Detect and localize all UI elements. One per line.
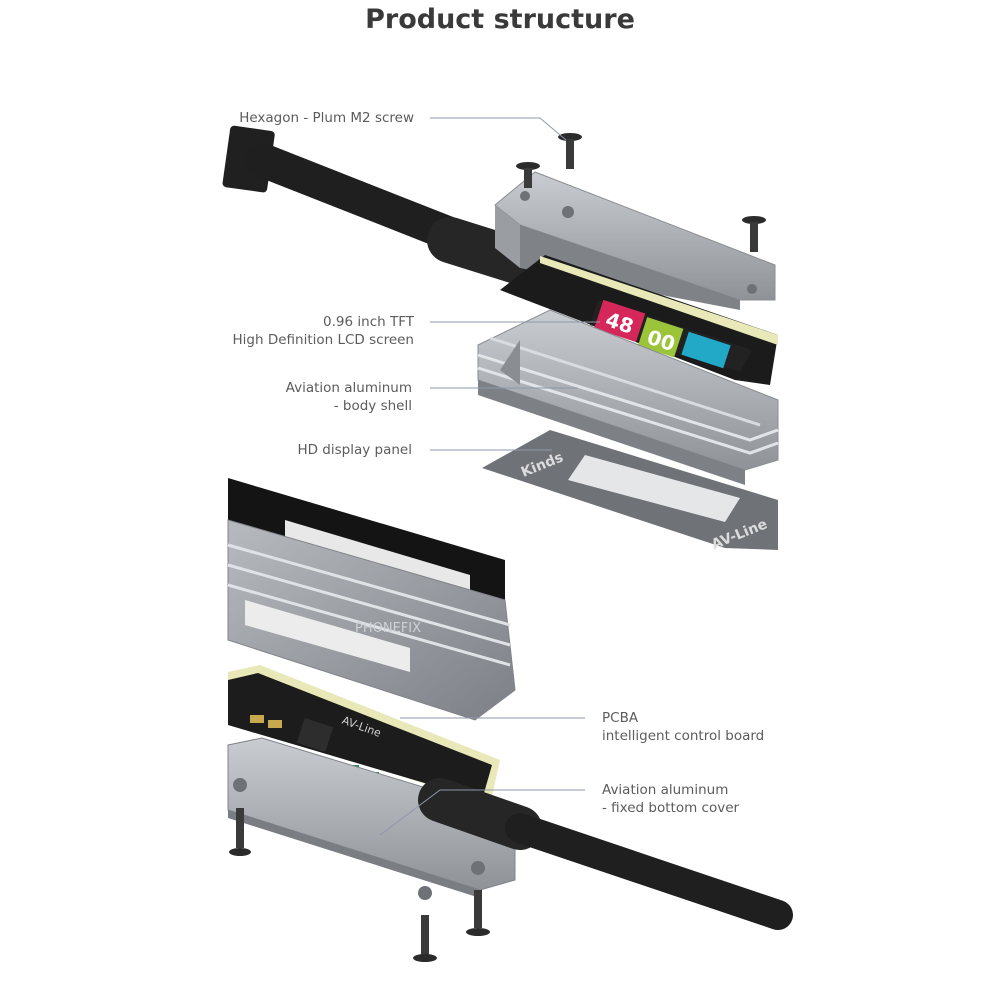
leader-screw — [430, 117, 567, 141]
top-cover — [494, 171, 776, 310]
screws-bottom — [229, 808, 490, 962]
label-lcd: 0.96 inch TFT High Definition LCD screen — [232, 314, 415, 348]
label-pcba: PCBA intelligent control board — [602, 710, 765, 744]
leader-cover — [379, 789, 585, 836]
cable-top — [222, 125, 543, 285]
label-cover: Aviation aluminum - fixed bottom cover — [602, 782, 740, 816]
page-title: Product structure — [365, 4, 635, 35]
label-panel: HD display panel — [297, 442, 412, 458]
bottom-cover — [227, 737, 516, 900]
screws-top — [516, 133, 766, 252]
lcd-screen: 48 00 — [594, 299, 731, 369]
label-shell: Aviation aluminum - body shell — [285, 380, 412, 414]
cable-bottom — [418, 778, 793, 930]
body-shell-bottom: PHONEFIX — [227, 519, 516, 721]
watermark: PHONEFIX — [355, 621, 421, 636]
hd-display-panel: Kinds AV-Line — [482, 430, 778, 553]
label-screw: Hexagon - Plum M2 screw — [239, 110, 414, 126]
leader-lines — [379, 117, 600, 836]
body-shell-top — [477, 309, 779, 485]
